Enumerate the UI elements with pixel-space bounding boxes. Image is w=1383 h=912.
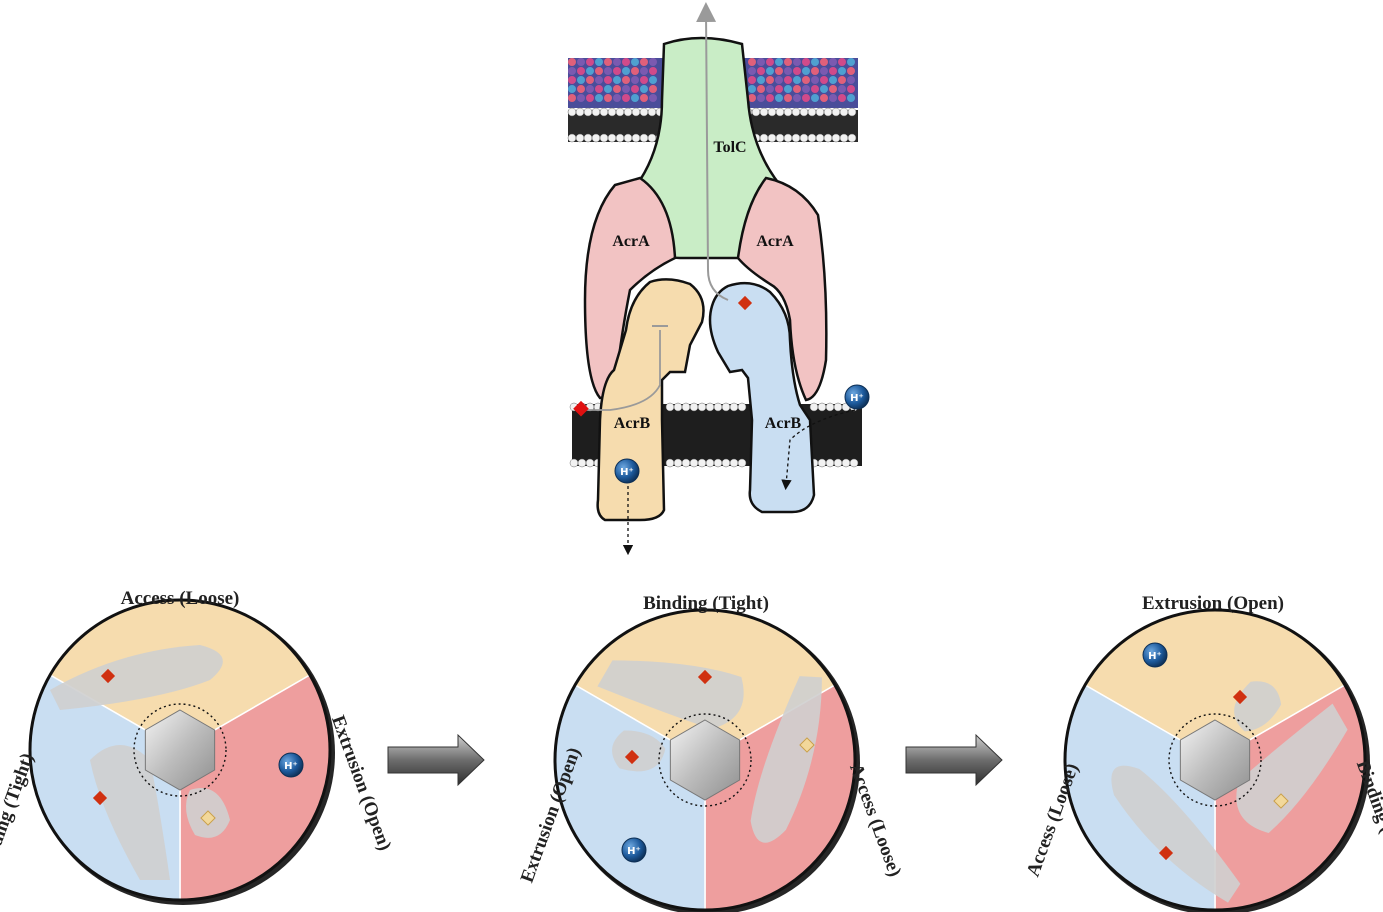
substrate-channel <box>1234 681 1282 732</box>
state-label-right: Extrusion (Open) <box>327 713 395 854</box>
state-label-top: Extrusion (Open) <box>1142 593 1284 614</box>
drug-icon <box>573 400 589 417</box>
acrb-right-label: AcrB <box>765 415 802 432</box>
proton-icon: H⁺ <box>621 837 647 863</box>
acrb-left-label: AcrB <box>614 415 651 432</box>
proton-icon: H⁺ <box>1142 642 1168 668</box>
state-label-left: Access (Loose) <box>1023 761 1083 880</box>
svg-text:H⁺: H⁺ <box>1148 651 1162 662</box>
cycle-state-circle <box>1063 608 1370 912</box>
substrate-channel <box>1111 765 1241 903</box>
drug-icon <box>799 737 815 753</box>
svg-text:H⁺: H⁺ <box>620 467 634 478</box>
drug-icon <box>100 668 116 684</box>
acrb-right: AcrB <box>708 281 816 514</box>
drug-icon <box>1273 793 1289 809</box>
substrate-channel <box>90 745 170 880</box>
central-pore <box>669 719 741 801</box>
cycle-state-circle <box>28 598 335 905</box>
svg-text:H⁺: H⁺ <box>627 846 641 857</box>
central-pore <box>144 709 216 791</box>
drug-icon <box>624 749 640 765</box>
state-label-top: Binding (Tight) <box>643 593 769 614</box>
substrate-channel <box>612 730 666 772</box>
acra-right: AcrA <box>736 176 828 402</box>
cycle-step-arrow <box>905 733 1003 787</box>
central-pore <box>1179 719 1251 801</box>
substrate-path-arrow <box>585 2 729 411</box>
svg-text:H⁺: H⁺ <box>284 761 298 772</box>
drug-icon <box>1158 845 1174 861</box>
drug-icon <box>92 790 108 806</box>
state-label-left: Binding (Tight) <box>0 750 38 875</box>
proton-flow-arrow <box>781 409 856 491</box>
acra-right-label: AcrA <box>756 233 794 250</box>
cycle-state-circle <box>553 608 860 912</box>
drug-icon <box>1232 689 1248 705</box>
substrate-channel <box>50 645 223 710</box>
proton-icon: H⁺ <box>278 752 304 778</box>
cycle-step-arrow <box>387 733 485 787</box>
state-label-top: Access (Loose) <box>121 588 240 609</box>
state-label-right: Access (Loose) <box>845 761 905 880</box>
svg-text:H⁺: H⁺ <box>850 393 864 404</box>
substrate-channel <box>750 676 822 843</box>
tolc-label: TolC <box>713 139 746 156</box>
drug-icon <box>697 669 713 685</box>
drug-icon <box>200 810 216 826</box>
acra-left-label: AcrA <box>612 233 650 250</box>
substrate-channel <box>1236 703 1348 833</box>
proton-icon: H⁺ <box>614 458 640 484</box>
drug-icon <box>737 295 753 311</box>
proton-icon: H⁺ <box>844 384 870 410</box>
